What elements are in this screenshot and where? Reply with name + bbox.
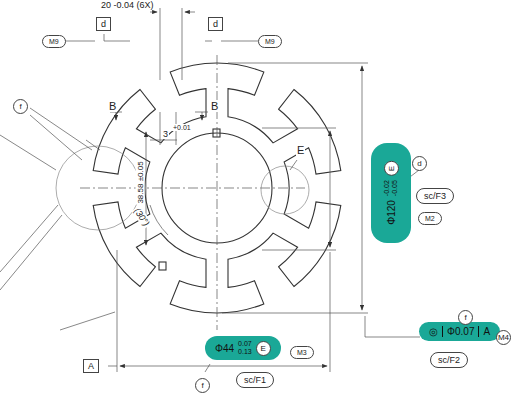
dimension-label: 20 -0.04 (6X) [100, 0, 155, 10]
callout-bubble: f [195, 378, 210, 393]
callout-text: M9 [265, 38, 275, 45]
callout-text: 0.13 [238, 348, 252, 356]
callout-text: f [464, 313, 466, 322]
callout-tag: M2 [418, 212, 442, 225]
callout-tag: M9 [258, 35, 282, 48]
callout-text: -0.05 [391, 180, 399, 196]
callout-tag: sc/F2 [430, 352, 468, 368]
callout-tag: M9 [42, 35, 66, 48]
tolerance-callout: ◎ Φ0.07 A [419, 322, 500, 341]
callout-bubble: d [412, 156, 427, 171]
callout-bubble: M4 [496, 330, 511, 345]
callout-tag: d [96, 17, 111, 31]
callout-text: sc/F1 [244, 375, 266, 385]
callout-bubble: E [256, 341, 271, 356]
callout-text: -0.02 [383, 180, 391, 196]
callout-tag: M3 [290, 346, 314, 359]
dimension-label: E [296, 144, 305, 156]
callout-text: Φ0.07 [442, 326, 474, 337]
callout-text: ◎ [429, 326, 438, 337]
callout-tag: sc/F3 [416, 188, 454, 204]
dimension-label: B [108, 100, 117, 112]
callout-text: E [261, 344, 266, 353]
tolerance-stack: -0.02-0.05 [383, 180, 399, 196]
rotated-text-group: Φ120 -0.02-0.05 E [383, 161, 399, 225]
callout-text: sc/F3 [424, 191, 446, 201]
callout-tag: sc/F1 [236, 372, 274, 388]
dimension-label: 38.58 ±0.05 [136, 160, 145, 204]
callout-tag: d [208, 17, 223, 31]
dimension-label: +0.01 [172, 124, 192, 131]
dimension-label: (30°) [132, 205, 153, 228]
callout-text: f [19, 102, 21, 111]
tolerance-callout: Φ44 0.070.13 E [205, 336, 281, 360]
keyway [159, 262, 166, 270]
callout-text: M9 [49, 38, 59, 45]
callout-tag: A [83, 359, 99, 373]
tolerance-callout: Φ120 -0.02-0.05 E [371, 143, 411, 243]
callout-text: M3 [297, 349, 307, 356]
callout-text: A [88, 361, 94, 371]
callout-bubble: f [13, 99, 28, 114]
dimension-label: 3 [162, 129, 169, 139]
callout-text: d [101, 19, 106, 29]
callout-bubble: E [384, 161, 399, 176]
keyway [213, 129, 220, 137]
callout-text: sc/F2 [438, 355, 460, 365]
callout-text: d [417, 159, 421, 168]
callout-text: M2 [425, 215, 435, 222]
callout-bubble: f [458, 310, 473, 325]
callout-text: d [213, 19, 218, 29]
callout-text: Φ44 [215, 343, 234, 354]
callout-text: Φ120 [386, 200, 397, 225]
callout-text: 0.07 [238, 340, 252, 348]
callout-text: f [201, 381, 203, 390]
tolerance-stack: 0.070.13 [238, 340, 252, 356]
callout-text: A [478, 326, 490, 337]
callout-text: E [387, 166, 396, 171]
dimension-label: B [210, 100, 219, 112]
callout-text: M4 [498, 333, 509, 342]
